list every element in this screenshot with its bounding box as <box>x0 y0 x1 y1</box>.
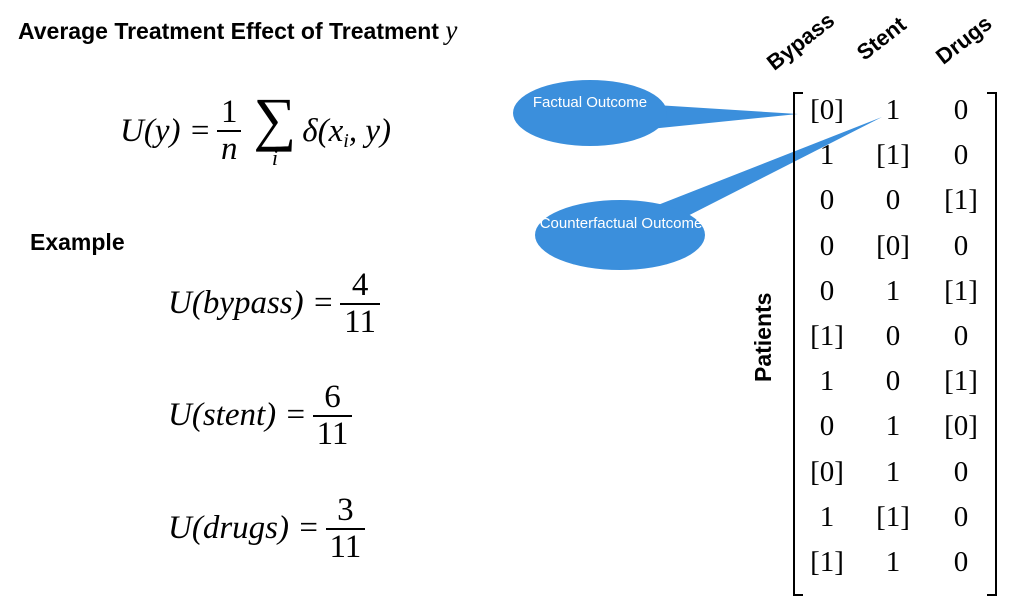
matrix-cell: [0] <box>810 94 844 126</box>
title-variable: y <box>445 15 458 45</box>
matrix-cell: 0 <box>953 320 969 352</box>
factual-callout <box>513 80 798 146</box>
summation: ∑ i <box>253 86 297 170</box>
formula-term: δ(xi, y) <box>302 112 391 152</box>
example-numerator: 3 <box>337 492 354 528</box>
matrix-cell: 1 <box>885 410 901 443</box>
matrix-cell: 0 <box>885 320 901 352</box>
formula-numerator: 1 <box>220 94 238 131</box>
example-lhs: U(bypass) = <box>168 285 335 322</box>
matrix-cell: 1 <box>819 139 835 172</box>
matrix-row: 0 [0] 0 <box>793 230 997 275</box>
sigma-icon: ∑ <box>253 86 297 152</box>
example-fraction: 3 11 <box>325 492 366 565</box>
matrix-cell: 0 <box>885 365 901 398</box>
matrix-cell: [0] <box>810 455 844 488</box>
matrix-cell: 1 <box>885 274 901 307</box>
matrix-row: 1 0 [1] <box>793 365 997 410</box>
title-text: Average Treatment Effect of Treatment <box>18 18 439 44</box>
right-bracket <box>987 92 997 596</box>
example-drugs: U(drugs) = 3 11 <box>168 493 371 564</box>
matrix-cell: 0 <box>885 184 901 217</box>
matrix-row: 0 1 [0] <box>793 410 997 455</box>
matrix-row: [0] 1 0 <box>793 94 997 139</box>
matrix-cell: 0 <box>819 229 835 262</box>
page-title: Average Treatment Effect of Treatment y <box>18 15 457 46</box>
matrix-row: 0 1 [1] <box>793 275 997 320</box>
example-numerator: 6 <box>324 379 341 415</box>
matrix-cell: 1 <box>885 94 901 126</box>
matrix-cell: 0 <box>953 546 969 578</box>
matrix-cell: [1] <box>944 365 978 398</box>
matrix-cell: [1] <box>944 274 978 307</box>
matrix-row: [0] 1 0 <box>793 456 997 501</box>
formula-fraction: 1 n <box>216 94 242 167</box>
matrix-cell: [0] <box>944 410 978 443</box>
matrix-cell: 0 <box>819 274 835 307</box>
matrix-cell: 0 <box>819 184 835 217</box>
matrix-cell: 1 <box>819 500 835 533</box>
example-lhs: U(stent) = <box>168 397 307 434</box>
left-bracket <box>793 92 803 596</box>
sum-index: i <box>271 145 278 170</box>
example-denominator: 11 <box>312 414 353 452</box>
matrix-row: 1 [1] 0 <box>793 501 997 546</box>
factual-bubble <box>513 80 667 146</box>
formula-denominator: n <box>216 130 242 167</box>
matrix-row: [1] 1 0 <box>793 546 997 591</box>
matrix-cell: [0] <box>876 229 910 262</box>
example-bypass: U(bypass) = 4 11 <box>168 268 386 339</box>
ate-formula: U(y) = 1 n ∑ i δ(xi, y) <box>120 86 391 170</box>
counterfactual-bubble <box>535 200 705 270</box>
matrix-cell: 1 <box>819 365 835 398</box>
example-denominator: 11 <box>325 527 366 565</box>
example-label: Example <box>30 229 125 255</box>
matrix-cell: [1] <box>876 500 910 533</box>
matrix-cell: [1] <box>876 139 910 172</box>
matrix-cell: [1] <box>944 184 978 217</box>
matrix-cell: 0 <box>953 229 969 262</box>
matrix-cell: [1] <box>810 546 844 578</box>
factual-pointer <box>640 104 798 130</box>
example-denominator: 11 <box>340 302 380 340</box>
matrix-cell: 0 <box>953 139 969 172</box>
matrix-cell: 0 <box>953 94 969 126</box>
matrix-cell: 0 <box>953 500 969 533</box>
matrix-cell: 0 <box>953 455 969 488</box>
matrix-cell: 1 <box>885 455 901 488</box>
example-lhs: U(drugs) = <box>168 510 320 547</box>
matrix-cell: 0 <box>819 410 835 443</box>
counterfactual-pointer <box>640 117 882 228</box>
matrix-cell: [1] <box>810 320 844 352</box>
matrix-row: 1 [1] 0 <box>793 139 997 184</box>
factual-label: Factual Outcome <box>532 94 648 111</box>
example-numerator: 4 <box>351 267 369 303</box>
matrix-row: 0 0 [1] <box>793 184 997 229</box>
counterfactual-label: Counterfactual Outcome <box>539 215 703 232</box>
counterfactual-callout <box>535 117 882 270</box>
example-stent: U(stent) = 6 11 <box>168 380 358 451</box>
matrix-row: [1] 0 0 <box>793 320 997 365</box>
matrix-cell: 1 <box>885 546 901 578</box>
row-axis-label: Patients <box>750 292 776 382</box>
example-fraction: 4 11 <box>340 268 380 339</box>
formula-lhs: U(y) = <box>120 112 211 149</box>
example-fraction: 6 11 <box>312 379 353 452</box>
